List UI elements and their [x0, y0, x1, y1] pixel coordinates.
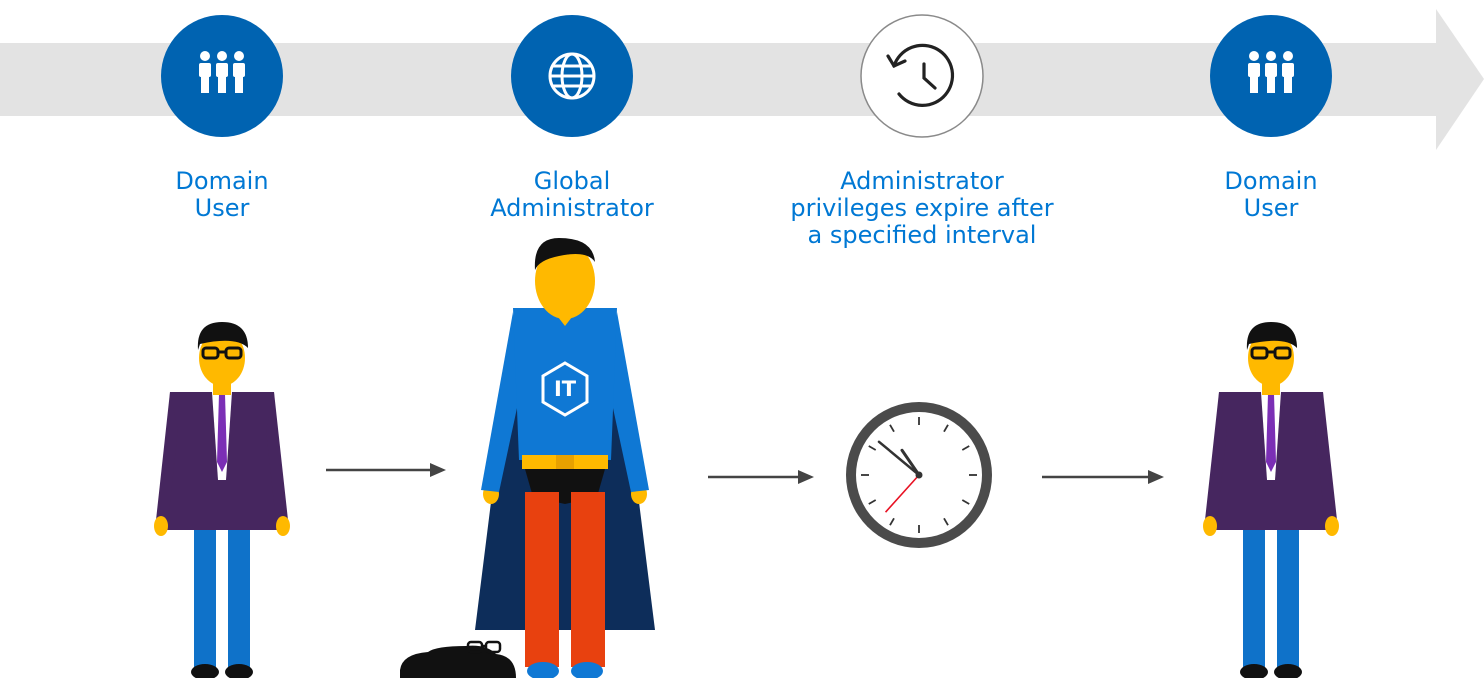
domain-user-figure — [154, 322, 290, 680]
glasses-icon — [466, 640, 502, 654]
clock-tick — [943, 517, 949, 526]
clock-ticks — [861, 417, 977, 533]
stage-label-global-administrator: Global Administrator — [490, 167, 654, 222]
clock-tick — [943, 424, 949, 433]
flow-arrow — [326, 463, 446, 477]
stage-label-privileges-expire: Administrator privileges expire after a … — [790, 167, 1054, 249]
history-clock-icon — [860, 14, 984, 138]
clock-tick — [889, 517, 895, 526]
clock-tick — [868, 445, 877, 451]
clock-tick — [868, 499, 877, 505]
global-admin-figure: IT — [475, 238, 655, 680]
people-icon — [1210, 15, 1332, 137]
stage-label-domain-user: Domain User — [175, 167, 269, 222]
stage-label-domain-user: Domain User — [1224, 167, 1318, 222]
domain-user-figure — [1203, 322, 1339, 680]
flow-arrow — [1042, 470, 1164, 484]
clock-hour-hand — [900, 448, 921, 477]
it-badge-text: IT — [554, 377, 577, 401]
clock-tick — [889, 424, 895, 433]
clock-tick — [961, 499, 970, 505]
people-icon — [161, 15, 283, 137]
wall-clock-icon — [846, 402, 992, 548]
clock-second-hand — [884, 474, 920, 513]
clock-center — [915, 471, 923, 479]
globe-icon — [511, 15, 633, 137]
clock-tick — [961, 445, 970, 451]
it-badge: IT — [541, 361, 589, 417]
clock-minute-hand — [877, 440, 921, 477]
discarded-clothes-pile — [400, 640, 516, 678]
flow-arrow — [708, 470, 814, 484]
